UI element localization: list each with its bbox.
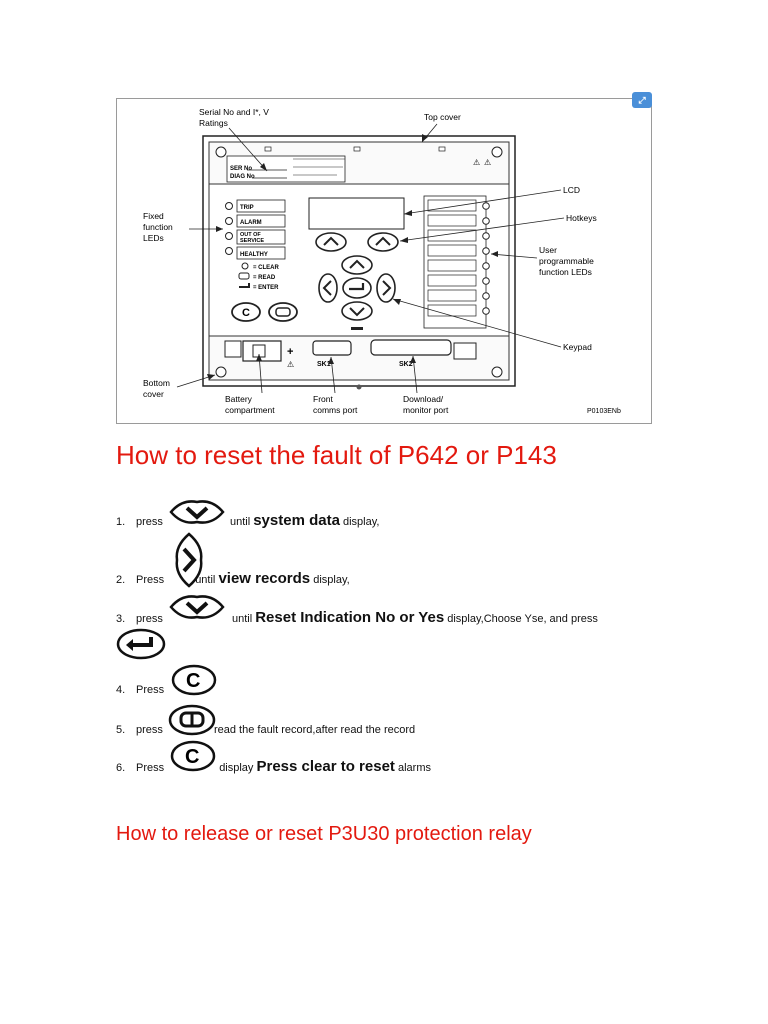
warning-icon: ⚠ [287,360,294,369]
fixed-leds [225,199,286,260]
user-label-3: function LEDs [539,267,592,277]
read-legend: = READ [253,275,276,281]
front-label-1: Front [313,394,333,404]
relay-front-panel-diagram: SER No DIAG No ⚠ ⚠ TRIP ALARM OUT OF SER… [116,98,652,424]
expand-image-icon[interactable]: ⤢ [632,92,652,108]
step-text: display [219,762,254,774]
step-bold-text: system data [253,512,340,529]
oos-label-1: OUT OF [240,232,261,238]
step-number: 1. [116,516,126,528]
step-bold-text: Press clear to reset [256,758,395,775]
read-key-icon [168,704,216,736]
serial-label: Serial No and I*, V [199,107,269,117]
warning-icon: ⚠ [484,158,491,167]
step-text: until [229,516,251,528]
healthy-label: HEALTHY [240,252,268,258]
trip-label: TRIP [240,205,254,211]
step-text: display, [343,516,380,528]
top-cover-label: Top cover [424,112,461,122]
step-text: display, [313,574,350,586]
fixed-label-1: Fixed [143,211,164,221]
front-label-2: comms port [313,405,358,415]
step-3: 3. press until Reset Indication No or Yes… [116,609,598,626]
bottom-label-2: cover [143,389,164,399]
heading-reset-p642: How to reset the fault of P642 or P143 [116,440,557,470]
right-arrow-key-icon [175,532,203,588]
down-arrow-key-icon [169,595,225,619]
step-number: 5. [116,724,126,736]
sk1-label: SK1 [317,361,331,368]
step-text: read the fault record,after read the rec… [213,724,416,736]
step-text: Press [136,684,165,696]
clear-legend: = CLEAR [253,265,280,271]
step-text: until [195,574,216,586]
download-label-2: monitor port [403,405,449,415]
clear-key-icon: C [170,740,216,772]
sk2-label: SK2 [399,361,413,368]
diagno-text: DIAG No [230,174,255,180]
bottom-label-1: Bottom [143,378,170,388]
step-6: 6. Press display Press clear to reset ala… [116,758,431,775]
download-label-1: Download/ [403,394,444,404]
alarm-label: ALARM [240,220,262,226]
ratings-label: Ratings [199,118,228,128]
step-text: Press [136,574,165,586]
battery-label-2: compartment [225,405,275,415]
step-text: until [231,613,253,625]
user-label-2: programmable [539,256,594,266]
step-number: 6. [116,762,126,774]
warning-icon: ⚠ [473,158,480,167]
step-4: 4. Press [116,684,164,696]
step-number: 4. [116,684,126,696]
fixed-label-2: function [143,222,173,232]
hotkeys-label: Hotkeys [566,213,597,223]
step-5: 5. press read the fault record,after read… [116,724,415,736]
relay-diagram-svg: SER No DIAG No ⚠ ⚠ TRIP ALARM OUT OF SER… [143,107,621,415]
step-text: press [136,613,163,625]
svg-text:+: + [287,346,293,358]
step-1: 1. press until system data display, [116,512,379,529]
enter-legend: = ENTER [253,285,279,291]
step-text: Press [136,762,165,774]
svg-text:C: C [185,746,199,768]
battery-label-1: Battery [225,394,253,404]
user-label-1: User [539,245,557,255]
step-number: 3. [116,613,126,625]
serno-text: SER No [230,166,252,172]
down-arrow-key-icon [169,500,225,524]
figure-code: P0103ENb [587,408,621,415]
enter-key-icon [116,628,166,660]
svg-text:C: C [186,670,200,692]
fixed-label-3: LEDs [143,233,164,243]
step-text: press [136,724,163,736]
step-text: alarms [397,762,431,774]
step-bold-text: view records [218,570,311,587]
step-2: 2. Press until view records display, [116,570,350,587]
lcd-label: LCD [563,185,580,195]
oos-label-2: SERVICE [240,238,264,244]
keypad-label: Keypad [563,342,592,352]
step-text: display,Choose Yse, and press [447,613,598,625]
step-bold-text: Reset Indication No or Yes [255,609,445,626]
svg-text:C: C [242,307,250,319]
step-number: 2. [116,574,126,586]
clear-key-icon: C [171,664,217,696]
step-text: press [136,516,163,528]
heading-reset-p3u30: How to release or reset P3U30 protection… [116,823,532,845]
